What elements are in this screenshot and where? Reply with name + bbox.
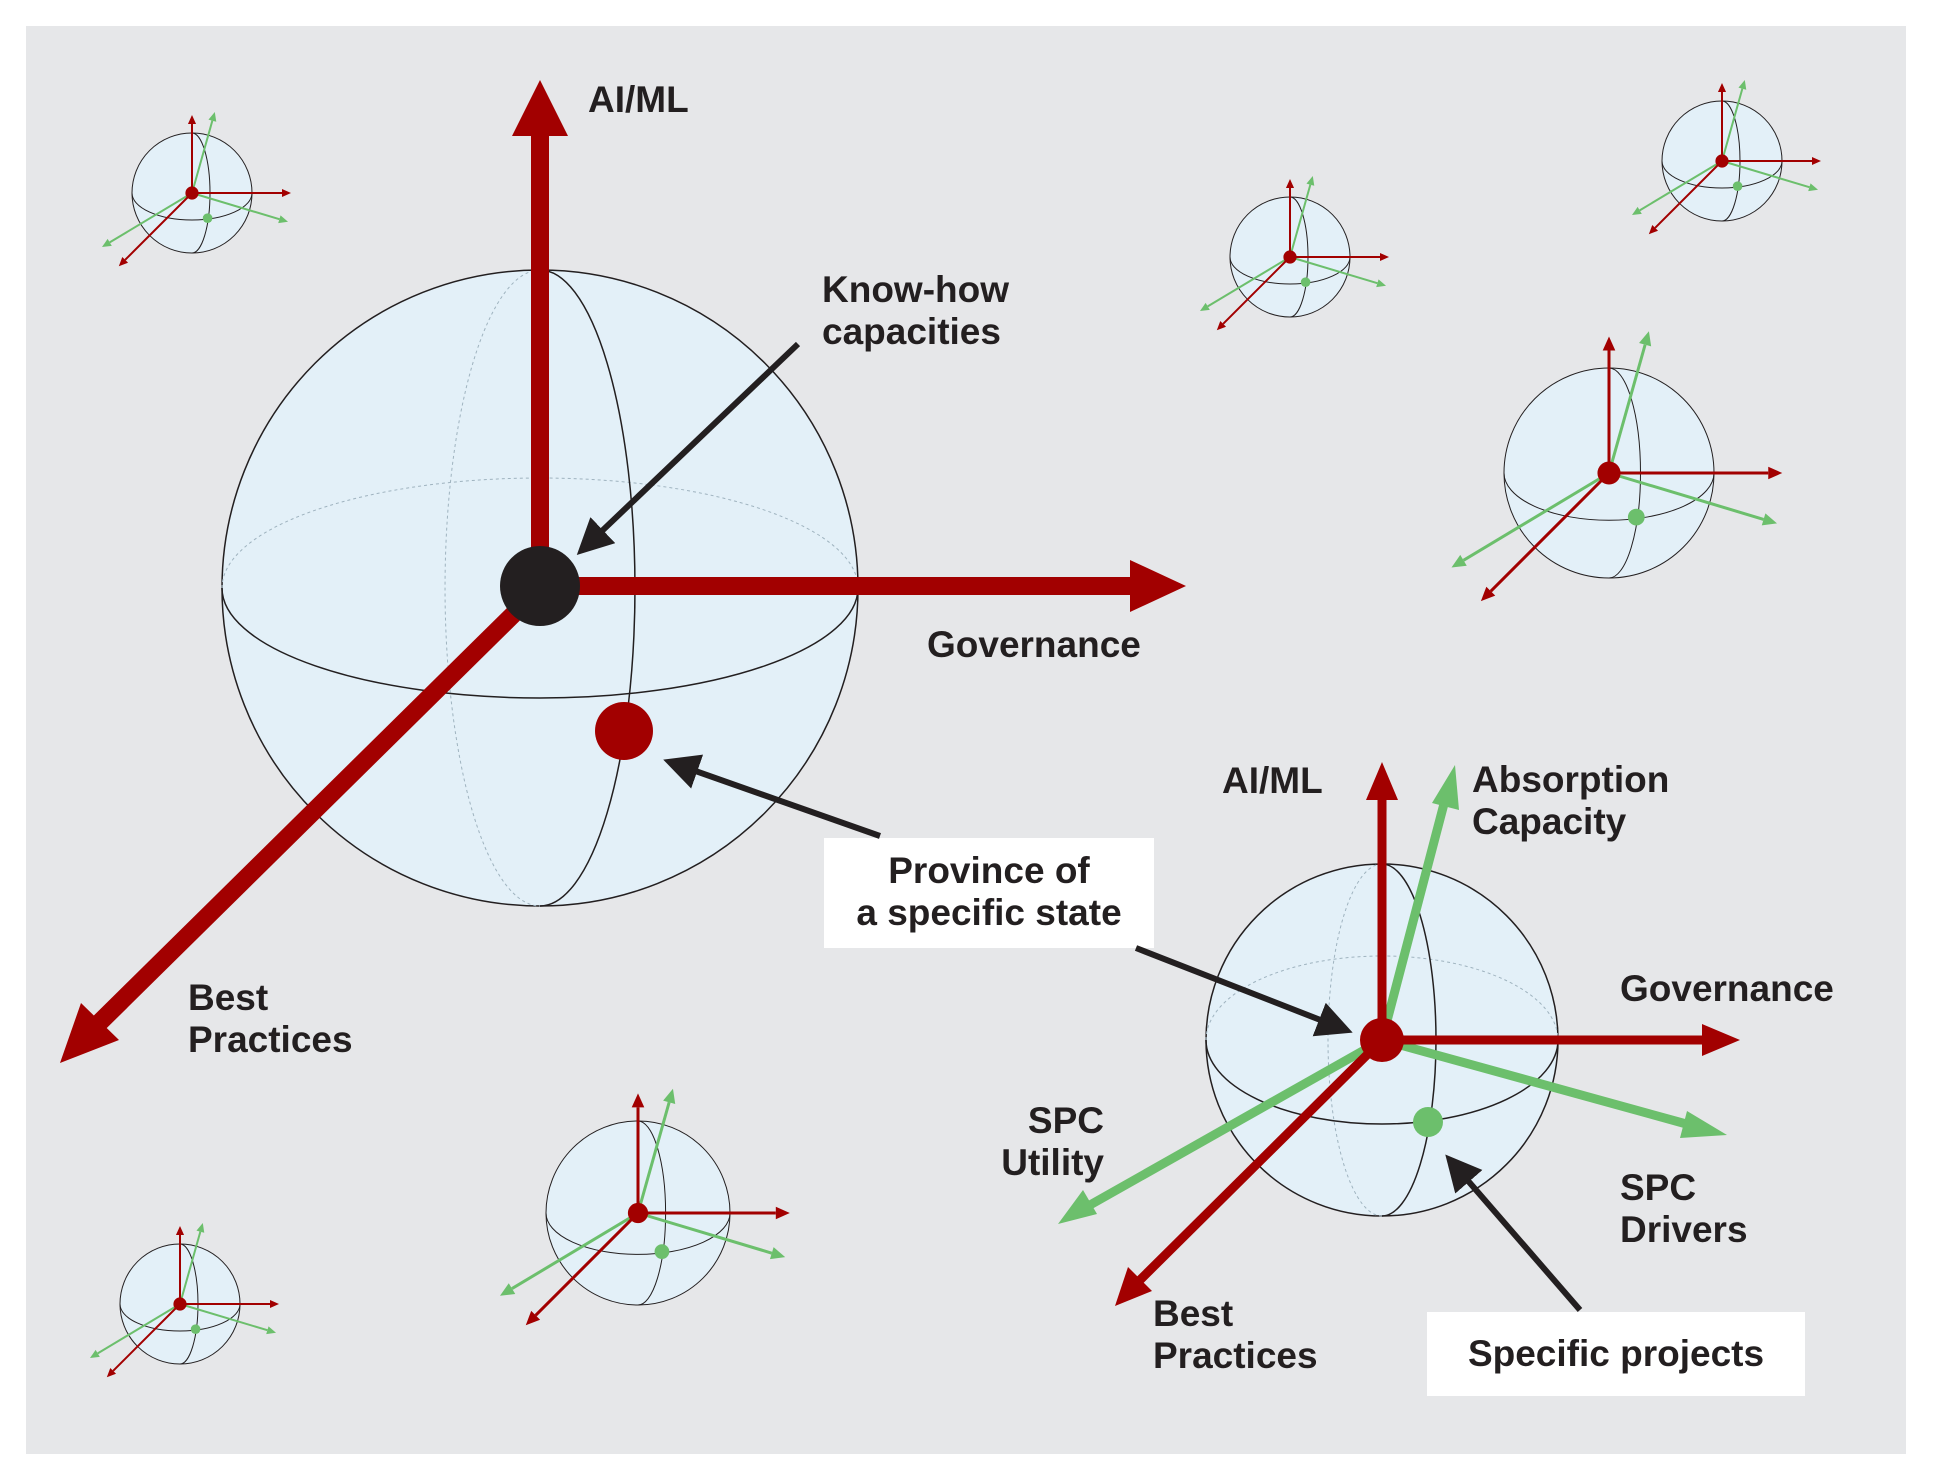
mini-globe-axes-icon (1632, 80, 1821, 235)
mini-globe-axes-icon (500, 1088, 790, 1326)
globe-axes-icon (60, 80, 1186, 1063)
spc-drivers-label-1: SPC (1620, 1167, 1696, 1208)
main-axis-right-label: Governance (927, 624, 1141, 665)
province-label-1: Province of (888, 850, 1090, 891)
know-how-point (500, 546, 580, 626)
province-pointer-detail (1134, 945, 1353, 1037)
mini-globe-axes-icon (102, 112, 291, 267)
spc-drivers-label-2: Drivers (1620, 1209, 1748, 1250)
spc-utility-label-1: SPC (1028, 1100, 1104, 1141)
absorption-label-1: Absorption (1472, 759, 1669, 800)
detail-down-left-label-1: Best (1153, 1293, 1233, 1334)
province-label-2: a specific state (856, 892, 1121, 933)
small-globes-group (90, 80, 1821, 1378)
province-callout: Province of a specific state (824, 838, 1154, 948)
mini-globe-axes-icon (90, 1223, 279, 1378)
absorption-label-2: Capacity (1472, 801, 1627, 842)
specific-projects-label: Specific projects (1468, 1333, 1764, 1374)
detail-globe-axes-icon (1058, 762, 1740, 1306)
specific-project-point (1413, 1107, 1443, 1137)
mini-globe-axes-icon (1200, 176, 1389, 331)
province-point (595, 702, 653, 760)
spc-utility-label-2: Utility (1001, 1142, 1104, 1183)
main-axis-down-left-label-1: Best (188, 977, 268, 1018)
know-how-label-2: capacities (822, 311, 1001, 352)
mini-globe-axes-icon (1451, 331, 1783, 602)
province-pointer-main (663, 754, 881, 839)
detail-province-point (1360, 1018, 1404, 1062)
know-how-label-1: Know-how (822, 269, 1009, 310)
main-axis-down-left-label-2: Practices (188, 1019, 353, 1060)
detail-axis-right-label: Governance (1620, 968, 1834, 1009)
specific-projects-pointer (1445, 1154, 1583, 1312)
detail-down-left-label-2: Practices (1153, 1335, 1318, 1376)
know-how-pointer (576, 341, 801, 555)
detail-axis-up-label: AI/ML (1222, 760, 1323, 801)
main-axis-up-label: AI/ML (588, 79, 689, 120)
specific-projects-callout: Specific projects (1427, 1312, 1805, 1396)
